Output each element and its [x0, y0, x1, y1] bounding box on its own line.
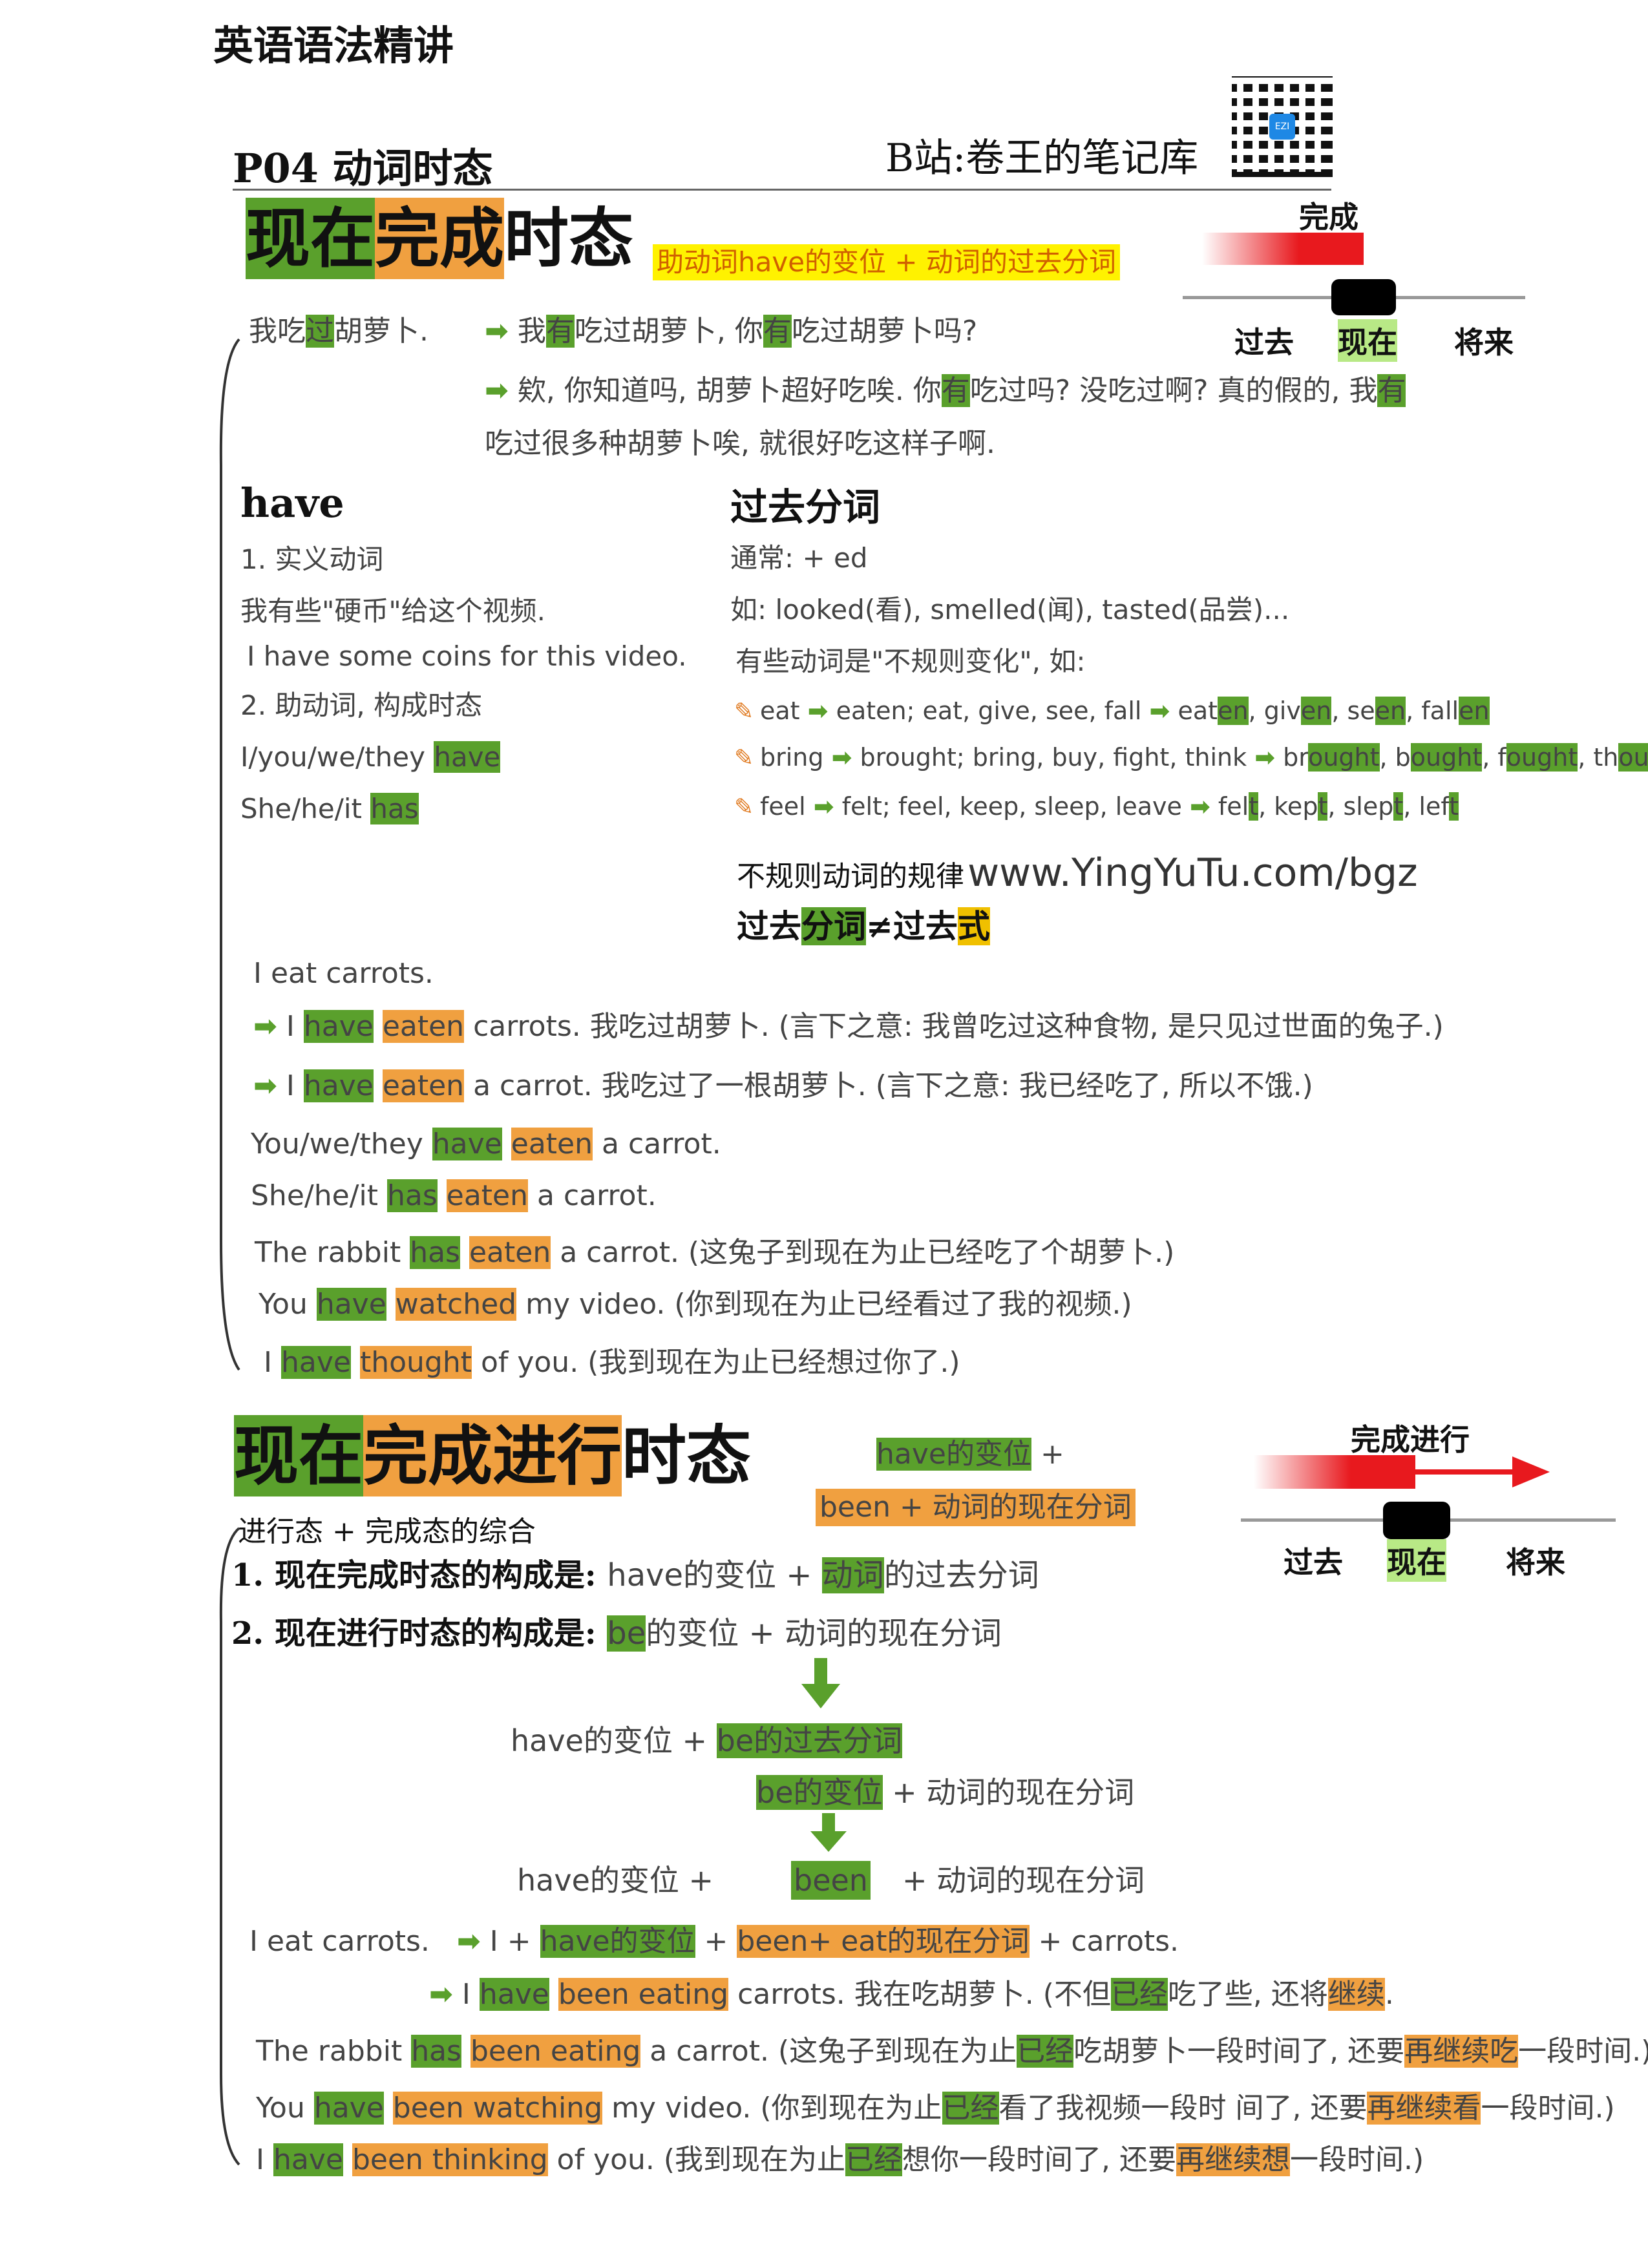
s1-e4: You/we/they have eaten a carrot.: [251, 1128, 721, 1160]
s2-x3: The rabbit has been eating a carrot. (这兔…: [256, 2035, 1648, 2068]
s1-e7: You have watched my video. (你到现在为止已经看过了我…: [259, 1288, 1132, 1321]
series-title: 英语语法精讲: [213, 22, 454, 69]
tl2-now-marker: [1383, 1502, 1450, 1539]
arrow-down-icon: [801, 1658, 840, 1708]
qr-code-icon: EZI: [1232, 76, 1333, 177]
tl2-now: 现在: [1387, 1539, 1446, 1582]
s2-p2: 2. 现在进行时态的构成是: be的变位 + 动词的现在分词: [231, 1615, 1002, 1652]
pp-neq: 过去分词≠过去式: [737, 907, 990, 945]
tl2-bar: [1254, 1455, 1415, 1489]
s1-e5: She/he/it has eaten a carrot.: [251, 1179, 657, 1212]
arrow-right-icon: [1409, 1456, 1550, 1487]
have-l5: I/you/we/they have: [240, 741, 501, 773]
pp-row2: ✎bring ➡ brought; bring, buy, fight, thi…: [734, 740, 1648, 775]
pp-row1: ✎eat ➡ eaten; eat, give, see, fall ➡ eat…: [734, 694, 1490, 729]
arrow-down-icon: [810, 1813, 847, 1852]
s1-ex-b2: 吃过很多种胡萝卜唉, 就很好吃这样子啊.: [485, 427, 995, 460]
pp-url: www.YingYuTu.com/bgz: [967, 850, 1418, 896]
s2-x4: You have been watching my video. (你到现在为止…: [256, 2092, 1615, 2125]
s2-x1: I eat carrots. ➡ I + have的变位 + been+ eat…: [249, 1925, 1179, 1958]
brace-icon: [219, 1527, 240, 2166]
pp-l2: 如: looked(看), smelled(闻), tasted(品尝)...: [730, 594, 1290, 625]
s1-e3: ➡ I have eaten a carrot. 我吃过了一根胡萝卜. (言下之…: [253, 1069, 1313, 1102]
tl2-past: 过去: [1284, 1545, 1343, 1580]
s1-ex-b: ➡ 欸, 你知道吗, 胡萝卜超好吃唉. 你有吃过吗? 没吃过啊? 真的假的, 我…: [485, 374, 1406, 407]
s1-title: 现在完成时态: [246, 198, 633, 279]
s1-e1: I eat carrots.: [253, 957, 434, 990]
pp-rule: 不规则动词的规律 www.YingYuTu.com/bgz: [737, 850, 1418, 896]
s1-e6: The rabbit has eaten a carrot. (这兔子到现在为止…: [255, 1236, 1175, 1269]
tl1-label: 完成: [1299, 200, 1358, 235]
s1-e8: I have thought of you. (我到现在为止已经想过你了.): [264, 1346, 960, 1379]
have-l6: She/he/it has: [240, 793, 419, 824]
s2-d3-left: have的变位 +: [517, 1863, 714, 1898]
s2-title: 现在完成进行时态: [234, 1415, 751, 1496]
s1-e2: ➡ I have eaten carrots. 我吃过胡萝卜. (言下之意: 我…: [253, 1010, 1444, 1043]
arrow-right-icon: ➡: [456, 1925, 481, 1958]
s2-title-part1: 现在: [234, 1415, 363, 1496]
s2-formula-2: been + 动词的现在分词: [816, 1489, 1136, 1526]
s1-ex-a: ➡ 我有吃过胡萝卜, 你有吃过胡萝卜吗?: [485, 315, 978, 348]
s2-x2: ➡ I have been eating carrots. 我在吃胡萝卜. (不…: [429, 1978, 1394, 2011]
brace-icon: [219, 338, 240, 1371]
arrow-right-icon: ➡: [485, 315, 509, 348]
tl1-past: 过去: [1234, 325, 1294, 360]
have-l2: 我有些"硬币"给这个视频.: [240, 595, 545, 627]
lesson-title: P04 动词时态: [233, 145, 493, 192]
arrow-right-icon: ➡: [253, 1010, 277, 1043]
pp-l3: 有些动词是"不规则变化", 如:: [735, 646, 1086, 677]
s2-formula-1: have的变位 +: [876, 1438, 1064, 1471]
arrow-right-icon: ➡: [429, 1978, 453, 2011]
channel-name: B站:卷王的笔记库: [885, 136, 1199, 181]
pp-l1: 通常: + ed: [730, 542, 868, 574]
s2-p1: 1. 现在完成时态的构成是: have的变位 + 动词的过去分词: [231, 1557, 1039, 1593]
qr-label: EZI: [1269, 114, 1295, 140]
s2-subtitle: 进行态 + 完成态的综合: [238, 1515, 536, 1548]
s2-d3-right: + 动词的现在分词: [902, 1863, 1145, 1898]
pp-row3: ✎feel ➡ felt; feel, keep, sleep, leave ➡…: [734, 790, 1459, 824]
tl1-future: 将来: [1454, 325, 1514, 360]
have-l1: 1. 实义动词: [240, 543, 384, 575]
s1-title-part2: 完成: [375, 198, 504, 279]
s1-title-part3: 时态: [504, 200, 633, 277]
s2-title-part2: 完成进行: [363, 1415, 622, 1496]
pencil-icon: ✎: [734, 794, 754, 821]
tl1-now: 现在: [1338, 319, 1397, 362]
tl1-now-marker: [1331, 279, 1396, 315]
header-divider: [233, 189, 1331, 191]
s1-title-part1: 现在: [246, 198, 375, 279]
tl2-label: 完成进行: [1351, 1422, 1470, 1457]
s2-x5: I have been thinking of you. (我到现在为止已经想你…: [256, 2143, 1424, 2176]
s1-ex-main: 我吃过胡萝卜.: [249, 315, 428, 348]
have-heading: have: [240, 479, 344, 527]
pencil-icon: ✎: [734, 745, 754, 772]
have-l4: 2. 助动词, 构成时态: [240, 689, 483, 721]
s2-d3-been: been: [791, 1861, 871, 1900]
have-l3: I have some coins for this video.: [247, 640, 687, 672]
s2-title-part3: 时态: [622, 1418, 751, 1494]
arrow-right-icon: ➡: [485, 374, 509, 407]
tl2-future: 将来: [1506, 1545, 1565, 1580]
s2-d1: have的变位 + be的过去分词: [511, 1723, 903, 1758]
s1-formula: 助动词have的变位 + 动词的过去分词: [653, 244, 1120, 280]
pencil-icon: ✎: [734, 698, 754, 725]
s2-d2: be的变位 + 动词的现在分词: [756, 1775, 1135, 1810]
tl1-bar: [1202, 233, 1364, 265]
pp-heading: 过去分词: [730, 485, 881, 529]
arrow-right-icon: ➡: [253, 1069, 277, 1102]
